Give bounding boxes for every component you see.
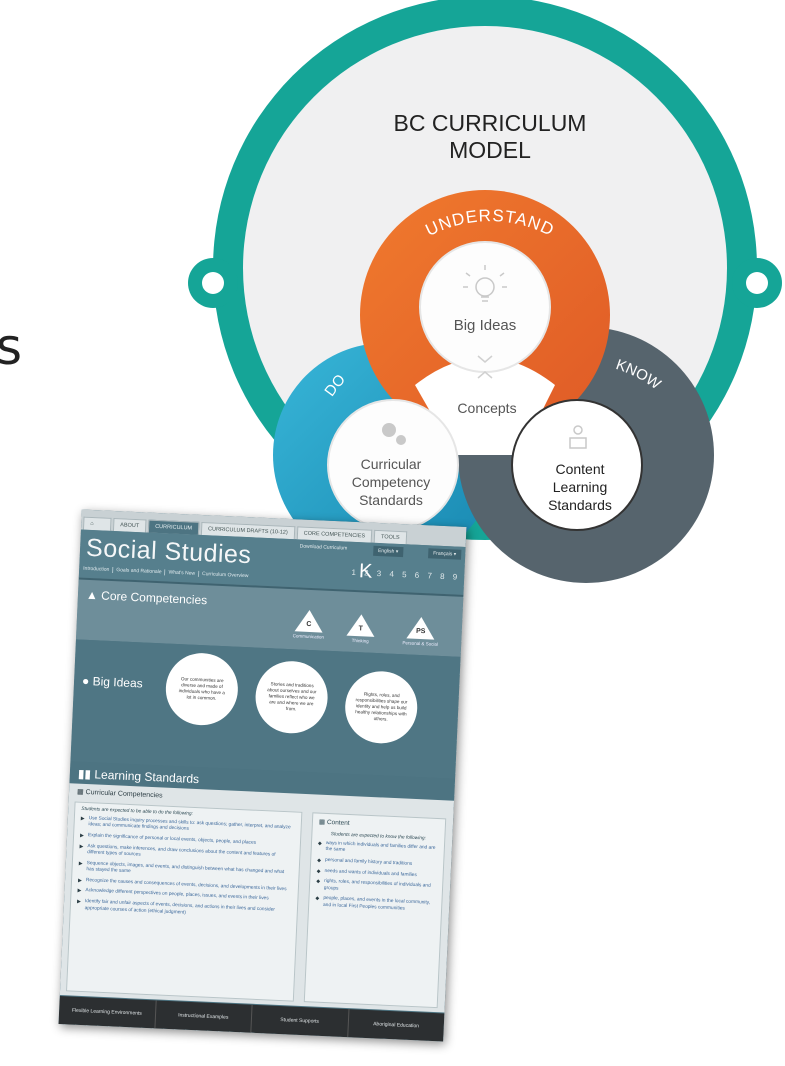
bullet-arrow-icon: ▶	[80, 815, 85, 822]
page-title: Social Studies	[85, 533, 253, 570]
learning-standards-body: ▦ Curricular Competencies Students are e…	[59, 783, 455, 1013]
footer-student-supports[interactable]: Student Supports	[251, 1004, 349, 1038]
bullet-arrow-icon: ▶	[76, 898, 82, 905]
core-competencies-heading: ▲ Core Competencies	[85, 587, 208, 608]
thinking-label: Thinking	[351, 637, 369, 644]
curricular-competencies-panel: Students are expected to be able to do t…	[66, 801, 303, 1002]
curriculum-model-diagram: UNDERSTAND DO KNOW BC CURRICULUM MODEL B…	[188, 0, 782, 583]
list-item: ◆ways in which individuals and families …	[317, 840, 436, 854]
home-icon[interactable]: ⌂	[82, 516, 112, 531]
model-title-line2: MODEL	[449, 137, 531, 163]
content-panel: ▦ Content Students are expected to know …	[303, 812, 447, 1009]
bullet-arrow-icon: ▶	[79, 843, 84, 850]
big-idea-2: Stories and traditions about ourselves a…	[253, 659, 330, 735]
diamond-bullet-icon: ◆	[317, 840, 322, 847]
curricular-competencies-heading: ▦ Curricular Competencies	[76, 788, 163, 800]
diamond-bullet-icon: ◆	[315, 895, 320, 903]
english-select[interactable]: English ▾	[372, 545, 404, 558]
big-ideas-circle	[419, 241, 551, 373]
right-knob-hole	[746, 272, 768, 294]
curriculum-webpage-screenshot: ⌂ ABOUT CURRICULUM CURRICULUM DRAFTS (10…	[58, 509, 467, 1042]
footer-instructional-examples[interactable]: Instructional Examples	[154, 1000, 253, 1033]
list-item: ◆personal and family history and traditi…	[317, 857, 413, 867]
people-icon: ▲	[85, 587, 99, 603]
competency-label-2: Competency	[352, 474, 431, 490]
competency-label-3: Standards	[359, 492, 423, 508]
grid-icon: ▦	[318, 818, 326, 826]
list-item: ◆rights, roles, and responsibilities of …	[316, 878, 431, 892]
francais-select[interactable]: Français ▾	[427, 548, 462, 560]
subnav-introduction[interactable]: Introduction	[83, 565, 114, 574]
lightbulb-icon	[463, 265, 507, 302]
bullet-arrow-icon: ▶	[77, 888, 82, 895]
gear-icon	[382, 423, 406, 445]
diamond-bullet-icon: ◆	[316, 878, 321, 886]
download-curriculum-link[interactable]: Download Curriculum	[299, 543, 348, 552]
content-label-1: Content	[555, 461, 604, 477]
grid-icon: ▦	[76, 788, 84, 796]
chevron-up-icon	[477, 371, 493, 379]
footer-flexible-learning[interactable]: Flexible Learning Environments	[58, 996, 157, 1029]
list-item: ◆people, places, and events in the local…	[315, 895, 431, 912]
learning-standards-heading: ▮▮ Learning Standards	[77, 766, 200, 787]
thinking-letter: T	[358, 625, 364, 633]
bullet-arrow-icon: ▶	[77, 877, 83, 884]
left-knob-hole	[202, 272, 224, 294]
concepts-area	[415, 357, 555, 455]
big-ideas-label: Big Ideas	[454, 317, 517, 334]
competency-label-1: Curricular	[361, 456, 422, 472]
content-circle	[511, 399, 643, 531]
content-heading: ▦ Content	[318, 818, 350, 827]
cropped-text-fragment: s	[0, 318, 23, 376]
personal-social-letter: PS	[415, 627, 426, 636]
communication-label: Communication	[292, 633, 325, 640]
diamond-bullet-icon: ◆	[316, 868, 321, 875]
big-idea-1: Our communities are diverse and made of …	[164, 651, 240, 727]
columns-icon: ▮▮	[77, 766, 92, 782]
content-label-2: Learning	[553, 479, 608, 495]
bullet-arrow-icon: ▶	[78, 860, 83, 867]
subnav-goals[interactable]: Goals and Rationale	[116, 567, 166, 576]
big-idea-3: Rights, roles, and responsibilities shap…	[343, 669, 419, 745]
subnav-whats-new[interactable]: What's New	[168, 569, 200, 577]
bubbles-icon: ●	[81, 673, 90, 689]
big-ideas-section: ● Big Ideas Our communities are diverse …	[70, 639, 461, 779]
bullet-arrow-icon: ▶	[79, 832, 85, 839]
footer-aboriginal-education[interactable]: Aboriginal Education	[373, 1021, 420, 1030]
concepts-label: Concepts	[457, 400, 516, 416]
model-title-line1: BC CURRICULUM	[394, 110, 587, 136]
subnav-overview[interactable]: Curriculum Overview	[201, 571, 249, 580]
big-ideas-heading: ● Big Ideas	[81, 673, 144, 691]
diamond-bullet-icon: ◆	[317, 857, 322, 864]
communication-letter: C	[306, 620, 312, 629]
content-label-3: Standards	[548, 497, 612, 513]
personal-social-label: Personal & Social	[402, 640, 439, 647]
teacher-icon	[569, 425, 587, 449]
chevron-down-icon	[477, 355, 493, 363]
